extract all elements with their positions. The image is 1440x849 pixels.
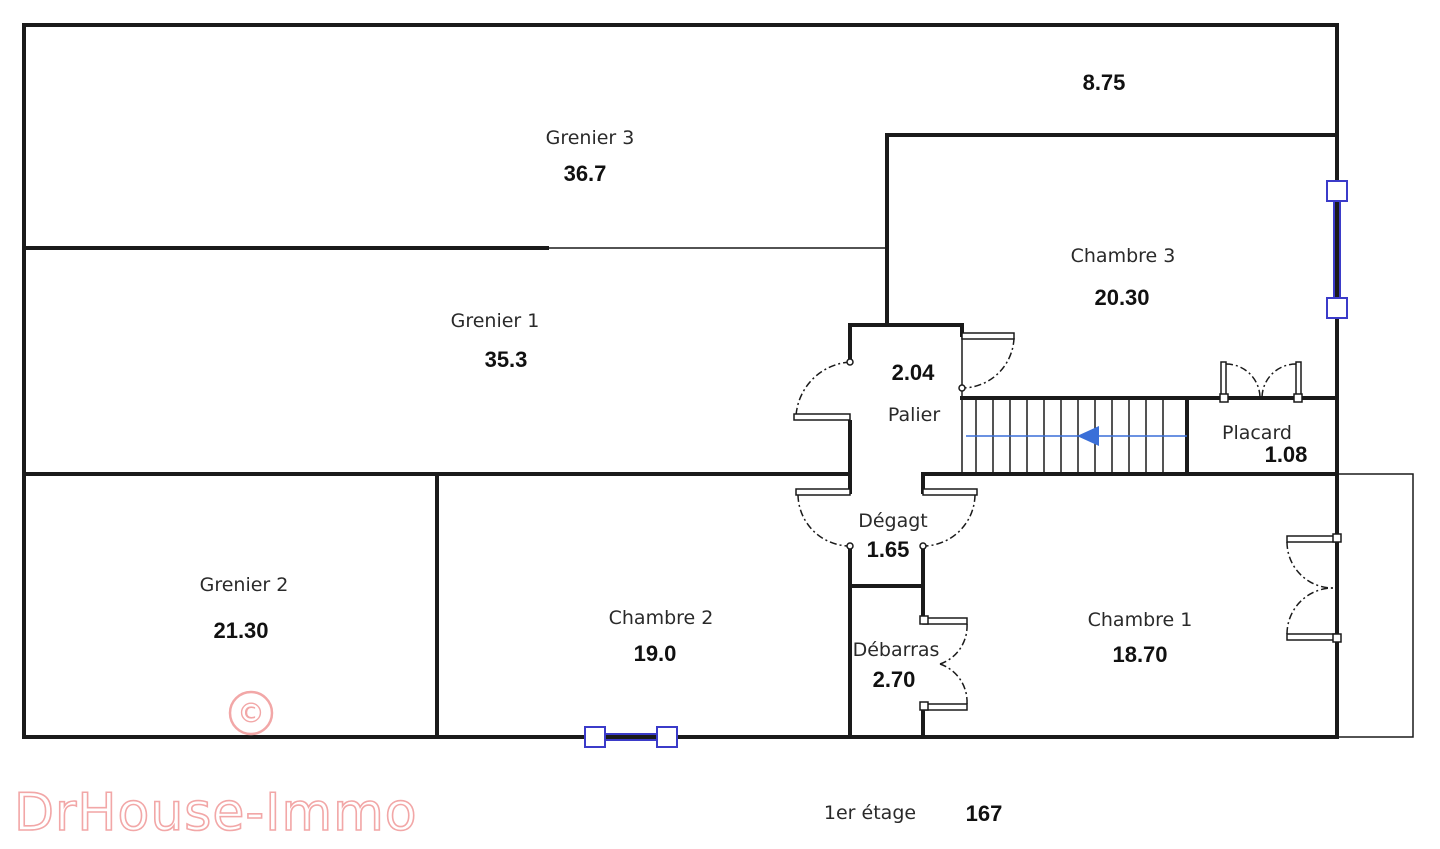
- doors: [793, 332, 1342, 711]
- walls: [22, 23, 1339, 739]
- room-area-placard: 1.08: [1265, 442, 1308, 467]
- room-name-grenier3: Grenier 3: [546, 127, 635, 149]
- room-name-grenier1: Grenier 1: [451, 310, 540, 332]
- room-name-palier: Palier: [888, 404, 940, 426]
- door-placard: [1219, 361, 1303, 403]
- room-name-chambre3: Chambre 3: [1071, 245, 1176, 267]
- windows: [584, 180, 1348, 748]
- room-name-degagt: Dégagt: [858, 510, 928, 532]
- door-palier-left: [793, 358, 854, 421]
- brand-watermark: DrHouse-Immo: [14, 783, 418, 843]
- room-name-placard: Placard: [1222, 422, 1292, 444]
- room-name-grenier2: Grenier 2: [200, 574, 289, 596]
- door-chambre1-right: [1286, 533, 1342, 643]
- copyright-icon: [228, 690, 274, 736]
- watermark: © DrHouse-Immo: [13, 690, 418, 844]
- stair-arrow-icon: [1077, 426, 1099, 446]
- room-area-top-right: 8.75: [1083, 70, 1126, 95]
- room-name-chambre1: Chambre 1: [1088, 609, 1193, 631]
- room-area-grenier1: 35.3: [485, 347, 528, 372]
- door-degagt-left: [795, 488, 854, 550]
- room-area-debarras: 2.70: [873, 667, 916, 692]
- room-area-palier: 2.04: [892, 360, 936, 385]
- copyright-symbol: ©: [237, 697, 265, 730]
- door-chambre3: [958, 332, 1015, 392]
- room-area-chambre2: 19.0: [634, 641, 677, 666]
- floor-label: 1er étage: [824, 802, 916, 824]
- room-name-debarras: Débarras: [853, 639, 940, 661]
- room-area-grenier3: 36.7: [564, 161, 607, 186]
- room-name-chambre2: Chambre 2: [609, 607, 714, 629]
- room-area-chambre3: 20.30: [1094, 285, 1149, 310]
- room-area-chambre1: 18.70: [1112, 642, 1167, 667]
- staircase: [961, 398, 1187, 474]
- floor-total-area: 167: [966, 801, 1003, 826]
- window-chambre3: [1326, 180, 1348, 319]
- room-labels: 8.75 Grenier 3 36.7 Chambre 3 20.30 Gren…: [200, 70, 1308, 692]
- room-area-grenier2: 21.30: [213, 618, 268, 643]
- door-degagt-right: [919, 488, 978, 550]
- room-area-degagt: 1.65: [867, 537, 910, 562]
- door-debarras: [919, 615, 968, 711]
- thin-partitions: [547, 247, 1414, 738]
- window-chambre2: [584, 726, 678, 748]
